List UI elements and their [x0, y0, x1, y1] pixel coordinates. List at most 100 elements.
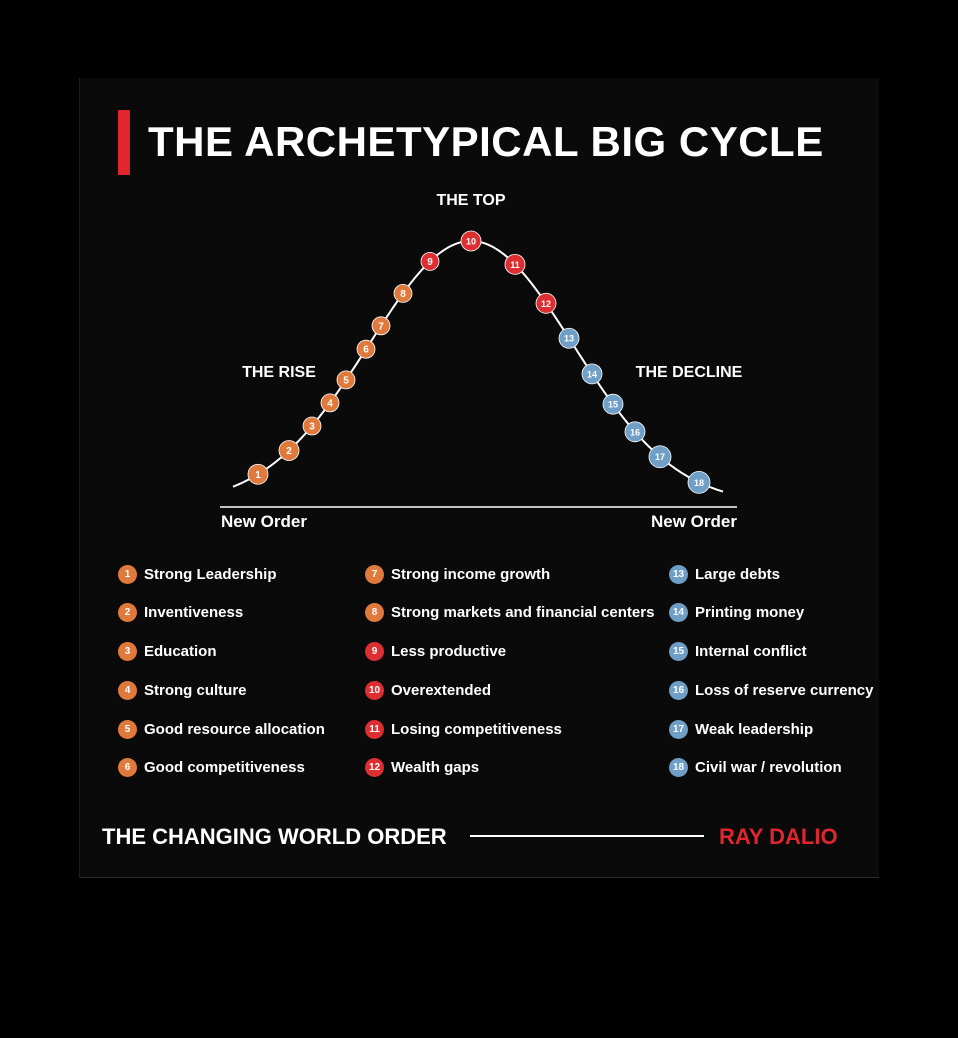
stage-marker-number-11: 11: [510, 260, 520, 270]
legend-badge-7: 7: [365, 564, 384, 584]
legend-item-17: 17 Weak leadership: [669, 717, 873, 741]
stage-marker-number-16: 16: [630, 427, 640, 437]
legend-badge-13: 13: [669, 564, 688, 584]
stage-marker-number-6: 6: [363, 345, 369, 356]
stage-marker-number-5: 5: [343, 375, 349, 386]
legend-label-8: Strong markets and financial centers: [391, 604, 655, 622]
page-title: THE ARCHETYPICAL BIG CYCLE: [148, 118, 824, 165]
stage-marker-15: [602, 393, 624, 415]
legend-label-12: Wealth gaps: [391, 759, 480, 777]
label-the-decline: THE DECLINE: [635, 364, 743, 381]
footer-author: RAY DALIO: [719, 824, 838, 849]
stage-marker-6: [356, 339, 376, 359]
stage-marker-12: [535, 292, 557, 314]
legend-item-2: 2 Inventiveness: [118, 601, 325, 625]
legend-item-10: 10 Overextended: [365, 678, 654, 702]
stage-marker-number-13: 13: [564, 334, 574, 344]
legend-label-7: Strong income growth: [391, 565, 551, 583]
legend-label-2: Inventiveness: [144, 604, 244, 622]
legend-badge-2: 2: [118, 603, 137, 623]
stage-marker-number-12: 12: [541, 299, 551, 309]
stage-marker-4: [320, 393, 340, 413]
legend-label-4: Strong culture: [144, 681, 247, 699]
label-the-rise: THE RISE: [242, 364, 316, 381]
legend-badge-8: 8: [365, 603, 384, 623]
stage-marker-9: [420, 252, 440, 271]
legend-label-5: Good resource allocation: [144, 720, 325, 738]
stage-marker-3: [302, 416, 322, 436]
legend-item-8: 8 Strong markets and financial centers: [365, 601, 654, 625]
legend-item-5: 5 Good resource allocation: [118, 717, 325, 741]
stage-marker-number-4: 4: [327, 398, 333, 409]
stage-marker-number-1: 1: [255, 470, 261, 481]
legend-label-16: Loss of reserve currency: [695, 681, 874, 699]
legend-label-17: Weak leadership: [695, 720, 814, 738]
legend-badge-9: 9: [365, 642, 384, 662]
stage-marker-number-10: 10: [466, 237, 476, 247]
stage-marker-11: [504, 253, 526, 275]
legend-column-rise: 1 Strong Leadership 2 Inventiveness 3 Educati…: [118, 562, 325, 795]
legend-item-9: 9 Less productive: [365, 640, 654, 664]
stage-marker-number-9: 9: [427, 257, 433, 268]
stage-marker-16: [624, 421, 646, 443]
legend-badge-10: 10: [365, 680, 384, 700]
stage-marker-number-18: 18: [694, 478, 704, 488]
legend-item-4: 4 Strong culture: [118, 678, 325, 702]
legend-item-16: 16 Loss of reserve currency: [669, 678, 873, 702]
legend-item-12: 12 Wealth gaps: [365, 756, 654, 780]
stage-marker-8: [393, 284, 413, 303]
legend-badge-12: 12: [365, 758, 384, 778]
stage-marker-number-8: 8: [400, 289, 406, 300]
stage-marker-number-15: 15: [608, 400, 618, 410]
legend-item-13: 13 Large debts: [669, 562, 873, 586]
legend-badge-11: 11: [365, 719, 384, 739]
legend-item-11: 11 Losing competitiveness: [365, 717, 654, 741]
legend-badge-5: 5: [118, 719, 137, 739]
legend-label-6: Good competitiveness: [144, 759, 305, 777]
legend-badge-1: 1: [118, 564, 137, 584]
legend-label-3: Education: [144, 643, 217, 661]
legend-label-15: Internal conflict: [695, 643, 807, 661]
poster-card: [79, 78, 879, 878]
label-the-top: THE TOP: [436, 192, 506, 209]
stage-marker-number-7: 7: [378, 321, 384, 332]
legend-badge-4: 4: [118, 680, 137, 700]
legend-label-1: Strong Leadership: [144, 565, 277, 583]
stage-marker-18: [687, 470, 711, 494]
legend-badge-17: 17: [669, 719, 688, 739]
legend-label-13: Large debts: [695, 565, 781, 583]
legend-column-top: 7 Strong income growth 8 Strong markets and…: [365, 562, 654, 795]
legend-item-1: 1 Strong Leadership: [118, 562, 325, 586]
legend-label-18: Civil war / revolution: [695, 759, 842, 777]
legend-label-9: Less productive: [391, 643, 507, 661]
label-new-order-right: New Order: [651, 512, 737, 531]
legend-item-15: 15 Internal conflict: [669, 640, 873, 664]
stage-marker-number-17: 17: [655, 452, 665, 462]
legend-label-11: Losing competitiveness: [391, 720, 562, 738]
legend-badge-3: 3: [118, 642, 137, 662]
legend-badge-15: 15: [669, 642, 688, 662]
stage-marker-number-14: 14: [587, 369, 597, 379]
legend-label-14: Printing money: [695, 604, 805, 622]
stage-marker-number-3: 3: [309, 421, 315, 432]
stage-marker-17: [648, 445, 672, 469]
legend-item-3: 3 Education: [118, 640, 325, 664]
legend-badge-16: 16: [669, 680, 688, 700]
stage-marker-2: [278, 440, 300, 461]
title-accent-bar: [118, 110, 130, 175]
legend-item-7: 7 Strong income growth: [365, 562, 654, 586]
label-new-order-left: New Order: [221, 512, 307, 531]
stage-marker-1: [247, 463, 269, 485]
stage-marker-10: [460, 230, 482, 252]
stage-marker-number-2: 2: [286, 446, 292, 457]
legend-label-10: Overextended: [391, 681, 492, 699]
stage-marker-5: [336, 370, 356, 390]
stage-marker-13: [558, 327, 580, 349]
stage-marker-7: [371, 316, 391, 336]
